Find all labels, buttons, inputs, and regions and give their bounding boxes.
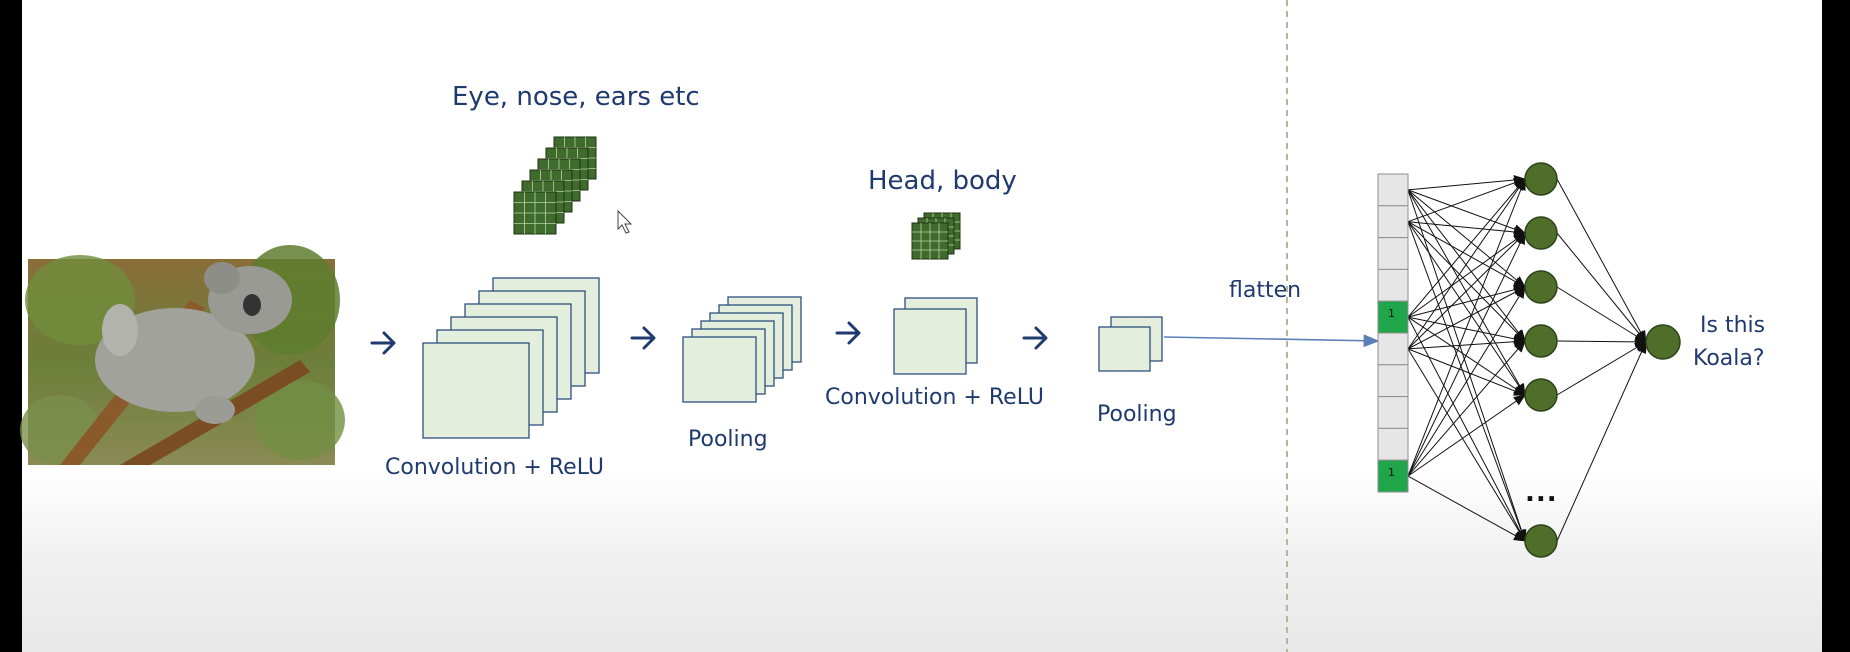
flatten-cell	[1377, 237, 1409, 270]
label-head-body: Head, body	[868, 166, 1017, 196]
connection	[1407, 284, 1526, 318]
label-question-line2: Koala?	[1693, 346, 1765, 371]
conv2-feature-maps	[893, 297, 978, 375]
connection	[1556, 336, 1647, 347]
label-flatten: flatten	[1229, 278, 1302, 303]
connection	[1407, 178, 1526, 477]
connection	[1407, 286, 1526, 477]
label-conv-relu-1: Convolution + ReLU	[385, 455, 604, 480]
connection	[1407, 475, 1526, 542]
network-connections	[1407, 175, 1647, 542]
flatten-cell-active	[1377, 459, 1409, 493]
label-eye-nose-ears: Eye, nose, ears etc	[452, 82, 700, 112]
connection	[1407, 178, 1526, 350]
connection	[1407, 178, 1526, 318]
flatten-cell	[1377, 268, 1409, 302]
arrow-right-icon	[370, 331, 396, 355]
flatten-cell	[1377, 332, 1409, 366]
label-pooling-1: Pooling	[688, 427, 768, 452]
arrow-right-icon	[1022, 326, 1048, 350]
pool2-feature-maps	[1098, 316, 1163, 372]
connection	[1407, 394, 1526, 477]
arrow-right-icon	[835, 321, 861, 345]
mouse-cursor-icon	[617, 209, 633, 234]
flatten-cell	[1377, 205, 1409, 239]
feature-map	[893, 308, 967, 375]
connection	[1556, 178, 1647, 343]
flatten-cell-value: 1	[1388, 466, 1395, 479]
label-ellipsis: ...	[1525, 478, 1558, 508]
connection	[1407, 340, 1526, 477]
connection	[1556, 341, 1647, 396]
conv2-filters	[911, 212, 961, 260]
feature-map	[422, 342, 530, 439]
arrow-right-icon	[630, 326, 656, 350]
connection	[1407, 175, 1526, 191]
pool1-feature-maps	[682, 296, 802, 403]
connection	[1407, 232, 1526, 350]
connection	[1407, 286, 1526, 350]
connection	[1407, 189, 1527, 542]
connection	[1407, 189, 1526, 288]
connection	[1407, 221, 1526, 237]
connection	[1556, 286, 1647, 343]
connection	[1556, 232, 1647, 343]
flatten-arrow	[1163, 334, 1380, 348]
label-question-line1: Is this	[1700, 313, 1766, 338]
output-neuron	[1645, 324, 1681, 360]
flatten-cell	[1377, 396, 1409, 429]
connection	[1407, 178, 1526, 223]
flatten-cell	[1377, 173, 1409, 207]
pooled-feature-map	[682, 336, 757, 403]
connection	[1407, 221, 1526, 288]
pooled-feature-map	[1098, 326, 1151, 372]
connection	[1407, 232, 1526, 477]
neuron	[1524, 270, 1558, 304]
neuron	[1524, 216, 1558, 250]
flatten-vector	[1377, 173, 1409, 493]
neuron	[1524, 162, 1558, 196]
koala-photo	[20, 245, 345, 465]
neuron	[1524, 324, 1558, 358]
flatten-cell-value: 1	[1388, 307, 1395, 320]
filter-grid	[911, 222, 949, 260]
connection	[1556, 341, 1647, 542]
conv1-filters	[513, 136, 597, 235]
hidden-neurons	[1524, 162, 1558, 558]
neuron	[1524, 524, 1558, 558]
label-conv-relu-2: Convolution + ReLU	[825, 385, 1044, 410]
filter-grid	[513, 191, 557, 235]
connection	[1407, 348, 1526, 396]
flatten-cell-active	[1377, 300, 1409, 334]
connection	[1407, 221, 1526, 342]
conv1-feature-maps	[422, 277, 600, 439]
connection	[1407, 232, 1526, 318]
connection	[1407, 348, 1526, 542]
connection	[1407, 189, 1526, 234]
label-pooling-2: Pooling	[1097, 402, 1177, 427]
connection	[1407, 316, 1526, 542]
flatten-cell	[1377, 427, 1409, 461]
connection	[1407, 221, 1526, 396]
connection	[1407, 336, 1526, 350]
flatten-cell	[1377, 364, 1409, 398]
neuron	[1524, 378, 1558, 412]
